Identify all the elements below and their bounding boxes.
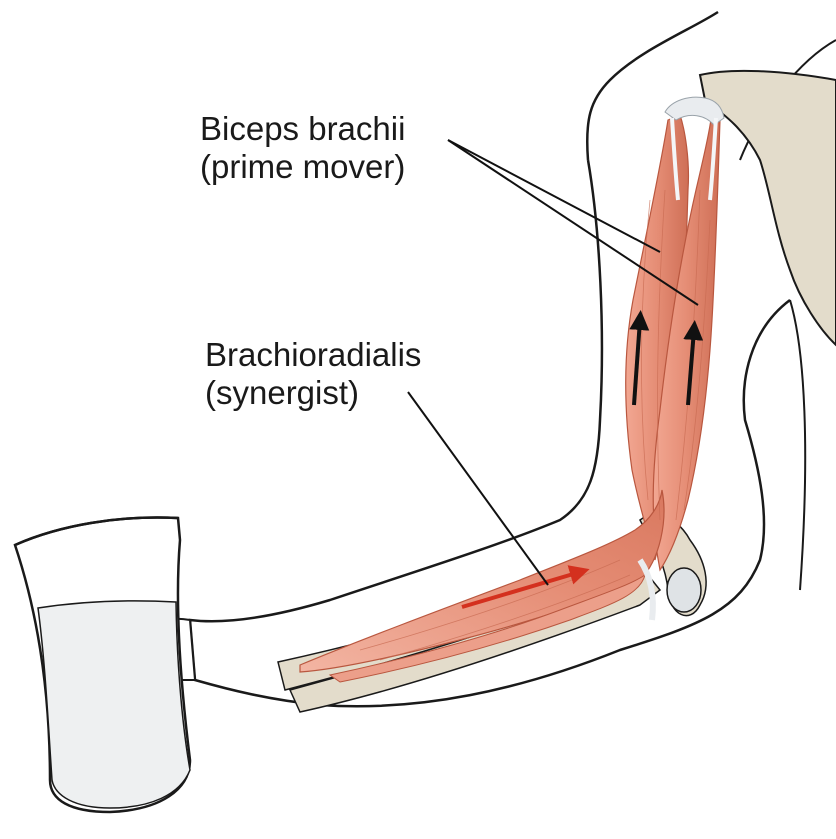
- brachioradialis-label-line1: Brachioradialis: [205, 336, 421, 374]
- glass-water: [38, 601, 190, 808]
- brachioradialis-label-line2: (synergist): [205, 374, 421, 412]
- biceps-label-line1: Biceps brachii: [200, 110, 405, 148]
- back-outline: [790, 300, 805, 590]
- biceps-label-line2: (prime mover): [200, 148, 405, 186]
- biceps-brachii-label: Biceps brachii (prime mover): [200, 110, 405, 186]
- torso-outline: [587, 12, 718, 160]
- brachioradialis-label: Brachioradialis (synergist): [205, 336, 421, 412]
- elbow-joint: [667, 568, 701, 612]
